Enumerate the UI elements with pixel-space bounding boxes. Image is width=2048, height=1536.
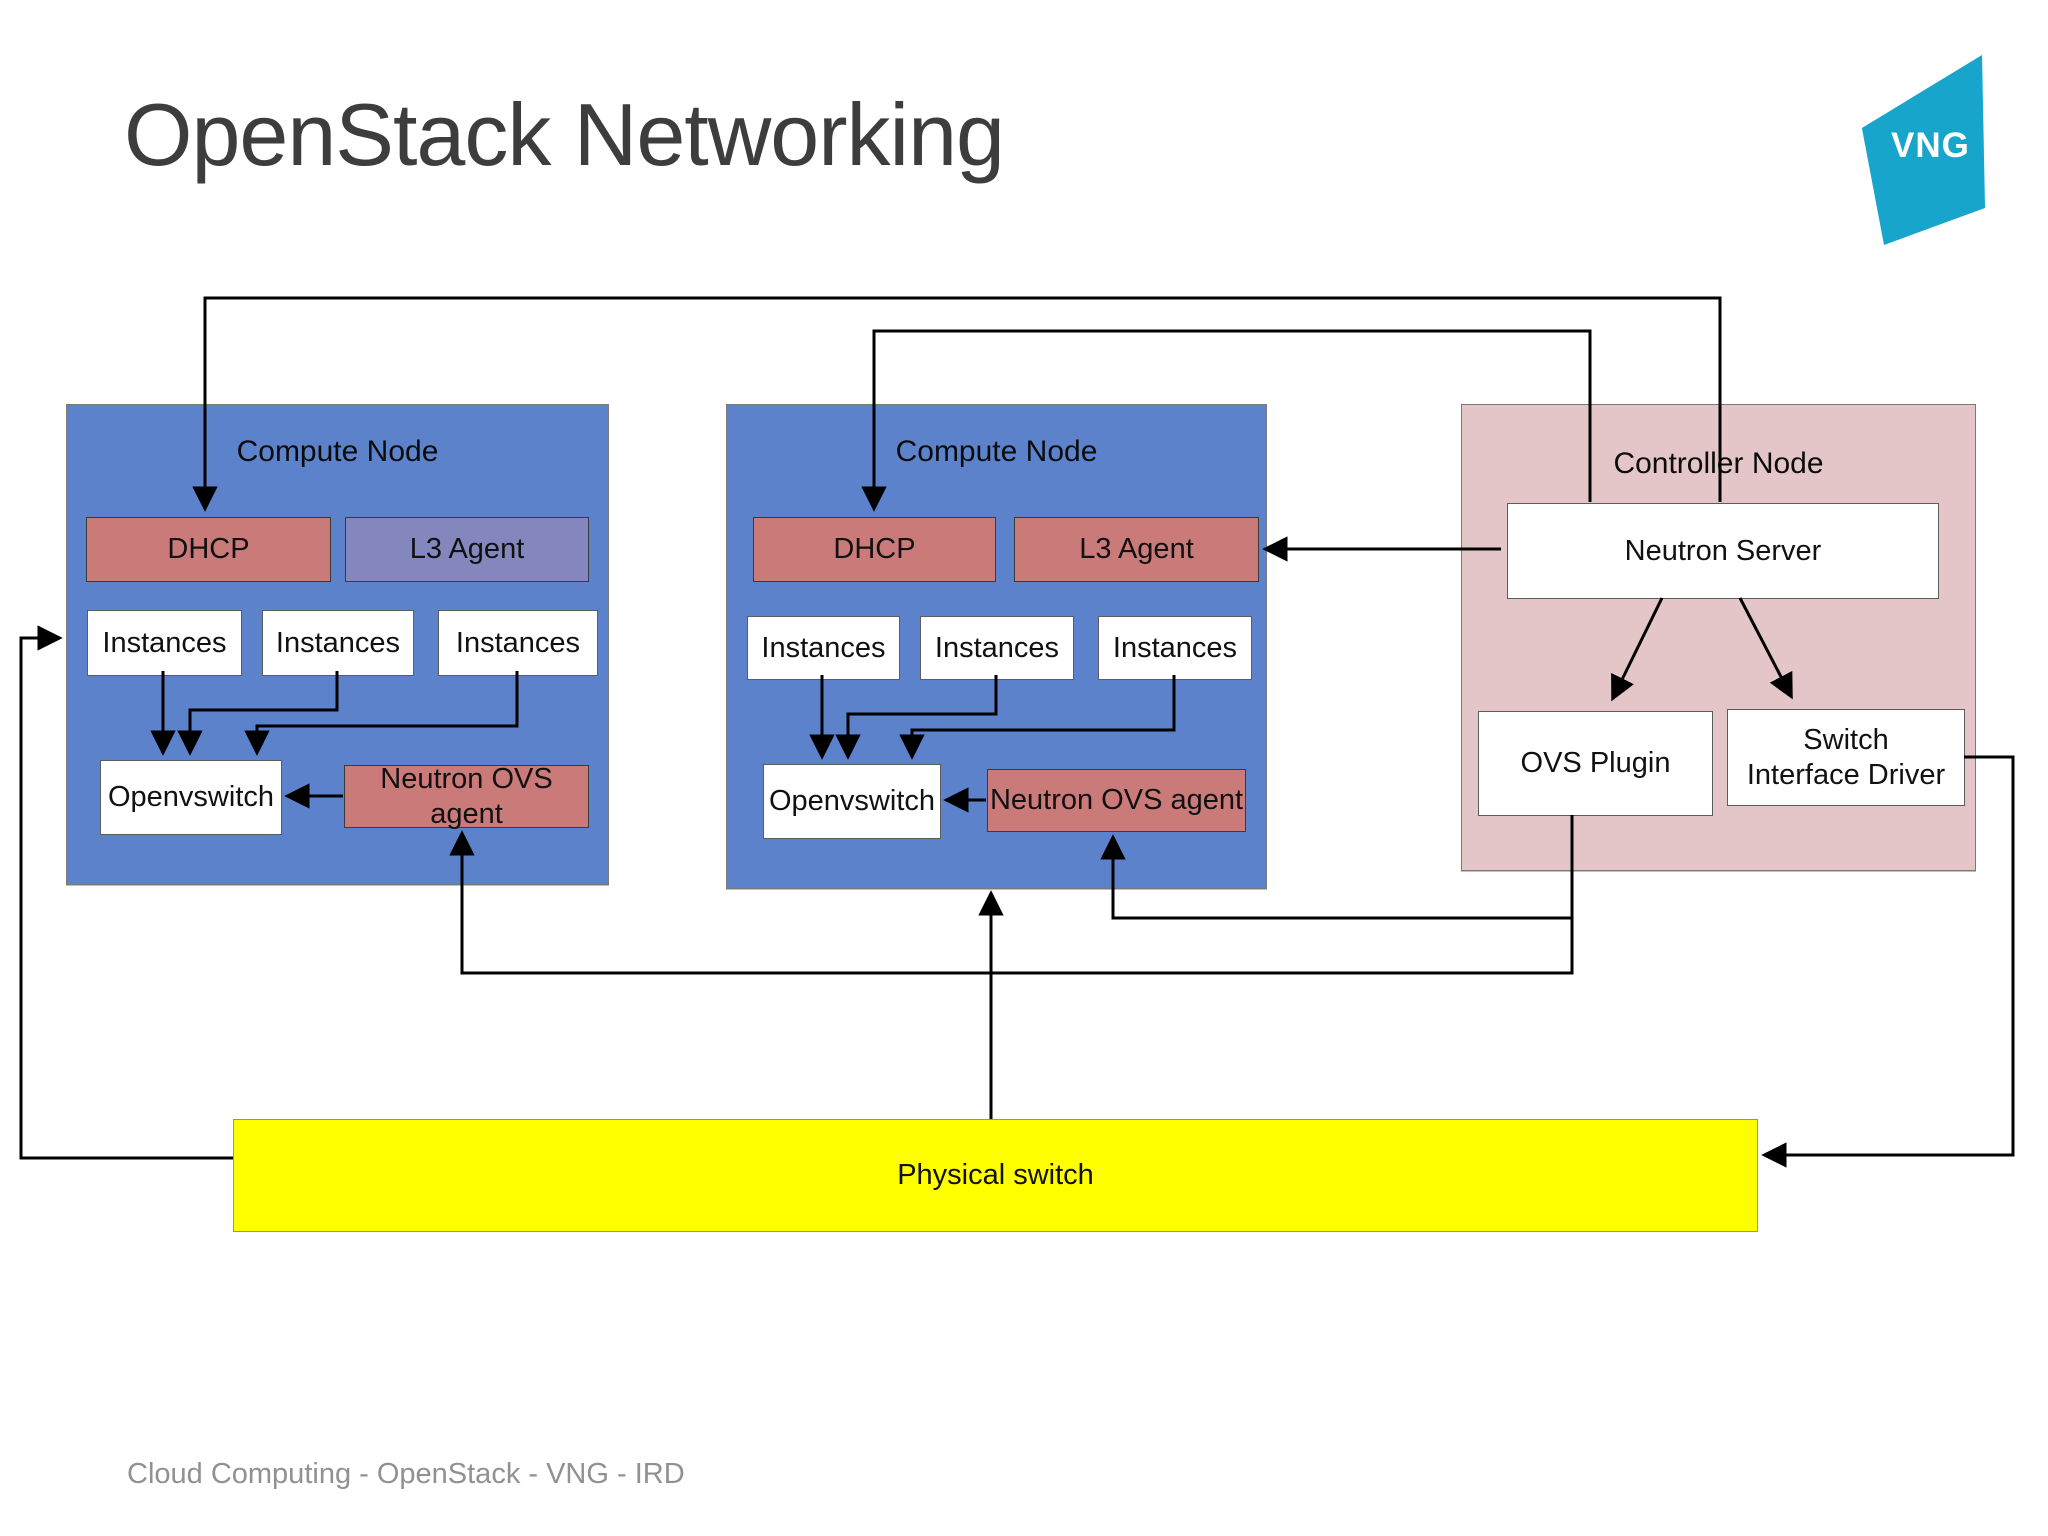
compute-node-1: Compute Node DHCP L3 Agent Instances Ins… — [66, 404, 609, 885]
openvswitch-box-2: Openvswitch — [763, 764, 941, 839]
instances-box-1c: Instances — [438, 610, 598, 676]
dhcp-box-1: DHCP — [86, 517, 331, 582]
l3-agent-box-1: L3 Agent — [345, 517, 589, 582]
compute-node-1-title: Compute Node — [236, 435, 439, 468]
instances-box-2a: Instances — [747, 616, 900, 680]
neutron-ovs-agent-box-1: Neutron OVS agent — [344, 763, 589, 830]
instances-box-2b: Instances — [920, 616, 1074, 680]
physical-switch-box: Physical switch — [233, 1119, 1758, 1232]
dhcp-box-2: DHCP — [753, 517, 996, 582]
page-title: OpenStack Networking — [124, 85, 1005, 184]
switch-interface-driver-box: Switch Interface Driver — [1727, 709, 1965, 806]
instances-box-1a: Instances — [87, 610, 242, 676]
neutron-ovs-agent-box-2: Neutron OVS agent — [987, 769, 1246, 832]
instances-box-1b: Instances — [262, 610, 414, 676]
footer-text: Cloud Computing - OpenStack - VNG - IRD — [127, 1458, 685, 1490]
controller-node: Controller Node Neutron Server OVS Plugi… — [1461, 404, 1976, 871]
vng-logo: VNG — [1858, 50, 1988, 250]
compute-node-2: Compute Node DHCP L3 Agent Instances Ins… — [726, 404, 1267, 889]
vng-logo-text: VNG — [1891, 126, 1970, 165]
ovs-plugin-box: OVS Plugin — [1478, 711, 1713, 816]
compute-node-2-title: Compute Node — [895, 435, 1098, 468]
l3-agent-box-2: L3 Agent — [1014, 517, 1259, 582]
controller-node-title: Controller Node — [1613, 447, 1824, 480]
instances-box-2c: Instances — [1098, 616, 1252, 680]
openvswitch-box-1: Openvswitch — [100, 760, 282, 835]
neutron-server-box: Neutron Server — [1507, 503, 1939, 599]
